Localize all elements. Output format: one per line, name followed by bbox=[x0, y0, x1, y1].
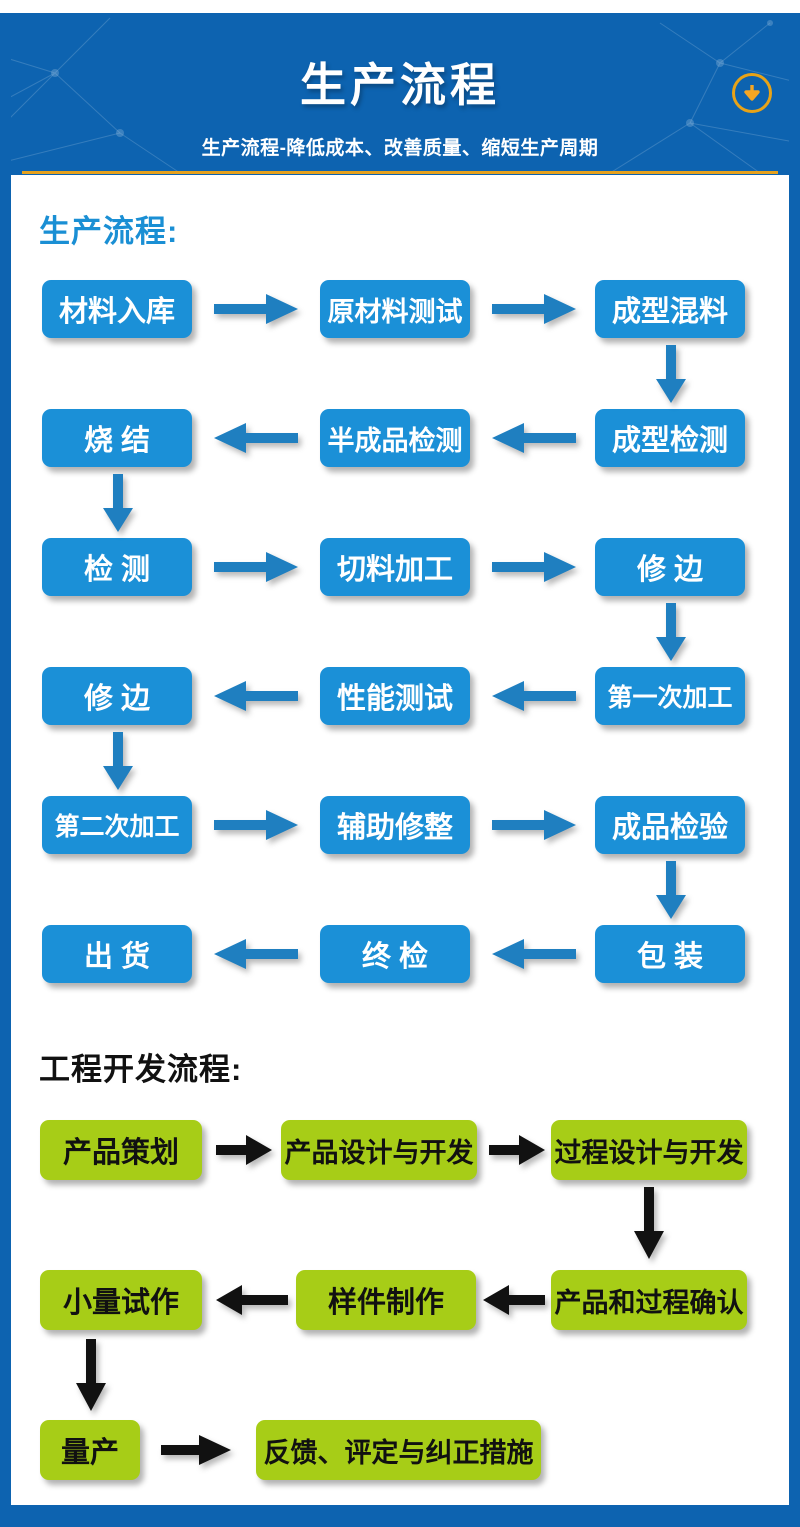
arrow-left-icon bbox=[214, 681, 298, 711]
flow-node[interactable]: 过程设计与开发 bbox=[551, 1120, 747, 1180]
arrow-left-icon bbox=[492, 423, 576, 453]
page-subtitle: 生产流程-降低成本、改善质量、缩短生产周期 bbox=[201, 138, 599, 159]
flow-node[interactable]: 第二次加工 bbox=[42, 796, 192, 854]
page-title: 生产流程 bbox=[300, 59, 500, 111]
flow-node[interactable]: 成型混料 bbox=[595, 280, 745, 338]
arrow-down-icon bbox=[103, 732, 133, 790]
section-heading-production: 生产流程: bbox=[39, 214, 179, 249]
arrow-down-icon bbox=[656, 345, 686, 403]
frame-left-edge bbox=[0, 13, 11, 1527]
flow-node[interactable]: 修 边 bbox=[42, 667, 192, 725]
arrow-left-icon bbox=[492, 681, 576, 711]
section-heading-engineering: 工程开发流程: bbox=[39, 1052, 243, 1087]
flow-node[interactable]: 第一次加工 bbox=[595, 667, 745, 725]
flow-node[interactable]: 成型检测 bbox=[595, 409, 745, 467]
flow-node[interactable]: 量产 bbox=[40, 1420, 140, 1480]
flow-node[interactable]: 材料入库 bbox=[42, 280, 192, 338]
flow-node[interactable]: 产品和过程确认 bbox=[551, 1270, 747, 1330]
flow-node[interactable]: 成品检验 bbox=[595, 796, 745, 854]
arrow-down-icon bbox=[103, 474, 133, 532]
arrow-right-icon bbox=[214, 810, 298, 840]
flow-node[interactable]: 原材料测试 bbox=[320, 280, 470, 338]
content-card: 生产流程: 工程开发流程: 材料入库 原材料测试 成型混料 烧 结 半成品检测 … bbox=[11, 182, 789, 1505]
arrow-right-icon bbox=[214, 552, 298, 582]
arrow-right-icon bbox=[214, 294, 298, 324]
arrow-down-icon bbox=[656, 603, 686, 661]
flow-node[interactable]: 出 货 bbox=[42, 925, 192, 983]
arrow-left-icon bbox=[492, 939, 576, 969]
arrow-left-icon bbox=[214, 423, 298, 453]
header-divider bbox=[22, 171, 778, 174]
flow-node[interactable]: 终 检 bbox=[320, 925, 470, 983]
flow-node[interactable]: 包 装 bbox=[595, 925, 745, 983]
arrow-left-icon bbox=[214, 939, 298, 969]
flow-node[interactable]: 切料加工 bbox=[320, 538, 470, 596]
frame-right-edge bbox=[789, 13, 800, 1527]
flow-node[interactable]: 产品策划 bbox=[40, 1120, 202, 1180]
flow-node[interactable]: 半成品检测 bbox=[320, 409, 470, 467]
arrow-right-icon bbox=[492, 294, 576, 324]
page-header: 生产流程 生产流程-降低成本、改善质量、缩短生产周期 bbox=[0, 13, 800, 175]
flow-node[interactable]: 烧 结 bbox=[42, 409, 192, 467]
arrow-left-icon bbox=[483, 1285, 545, 1315]
download-arrow-icon bbox=[744, 85, 760, 101]
arrow-left-icon bbox=[216, 1285, 288, 1315]
arrow-down-icon bbox=[76, 1339, 106, 1411]
arrow-down-icon bbox=[634, 1187, 664, 1259]
flow-node[interactable]: 样件制作 bbox=[296, 1270, 476, 1330]
flow-node[interactable]: 产品设计与开发 bbox=[281, 1120, 477, 1180]
arrow-right-icon bbox=[492, 810, 576, 840]
frame-bottom-edge bbox=[0, 1505, 800, 1527]
flow-node[interactable]: 辅助修整 bbox=[320, 796, 470, 854]
arrow-down-icon bbox=[656, 861, 686, 919]
flow-node[interactable]: 小量试作 bbox=[40, 1270, 202, 1330]
flow-node[interactable]: 反馈、评定与纠正措施 bbox=[256, 1420, 541, 1480]
flow-node[interactable]: 检 测 bbox=[42, 538, 192, 596]
download-button[interactable] bbox=[732, 73, 772, 113]
flow-node[interactable]: 性能测试 bbox=[320, 667, 470, 725]
arrow-right-icon bbox=[161, 1435, 231, 1465]
arrow-right-icon bbox=[492, 552, 576, 582]
flow-node[interactable]: 修 边 bbox=[595, 538, 745, 596]
arrow-right-icon bbox=[216, 1135, 272, 1165]
arrow-right-icon bbox=[489, 1135, 545, 1165]
network-pattern-decoration bbox=[0, 17, 800, 174]
